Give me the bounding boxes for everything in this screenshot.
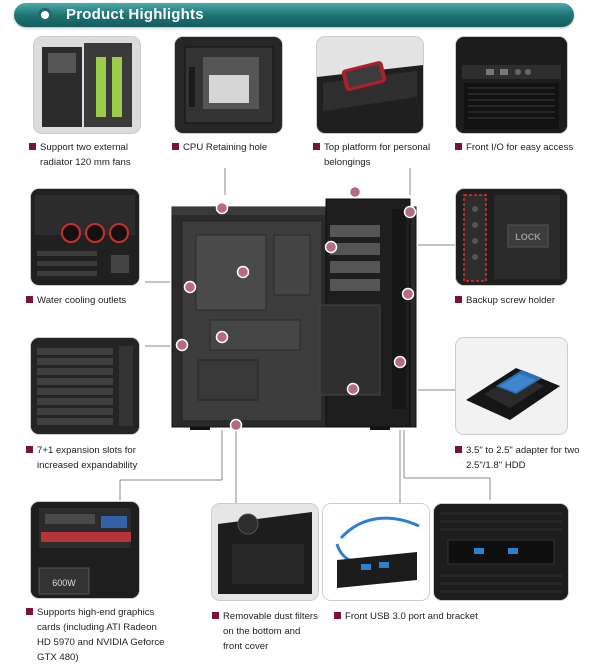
feature-cpu-hole: CPU Retaining hole bbox=[172, 140, 267, 155]
psu-label: 600W bbox=[52, 578, 76, 588]
feature-hdd-adapter: 3.5" to 2.5" adapter for two 2.5"/1.8" H… bbox=[455, 443, 579, 473]
backup-screw-image: LOCK bbox=[456, 189, 567, 285]
hdd-adapter-image bbox=[456, 338, 567, 434]
banner-bullet-icon bbox=[38, 8, 52, 22]
bullet-icon bbox=[313, 143, 320, 150]
page-title: Product Highlights bbox=[66, 6, 204, 23]
bullet-icon bbox=[455, 296, 462, 303]
usb-bracket-image bbox=[323, 504, 429, 600]
feature-graphics-cards: Supports high-end graphics cards (includ… bbox=[26, 605, 164, 665]
front-io-image bbox=[456, 37, 567, 133]
feature-backup-screw: Backup screw holder bbox=[455, 293, 555, 308]
dust-filter-image bbox=[212, 504, 318, 600]
bullet-icon bbox=[26, 446, 33, 453]
water-cooling-image bbox=[31, 189, 139, 285]
feature-front-io: Front I/O for easy access bbox=[455, 140, 573, 155]
radiator-fans-image bbox=[34, 37, 140, 133]
cpu-hole-image bbox=[175, 37, 282, 133]
feature-radiator-fans: Support two external radiator 120 mm fan… bbox=[29, 140, 131, 170]
bullet-icon bbox=[26, 608, 33, 615]
feature-dust-filters: Removable dust filters on the bottom and… bbox=[212, 609, 318, 654]
front-usb-image bbox=[434, 504, 568, 600]
bullet-icon bbox=[334, 612, 341, 619]
expansion-slots-image bbox=[31, 338, 139, 434]
bullet-icon bbox=[26, 296, 33, 303]
feature-water-cooling: Water cooling outlets bbox=[26, 293, 126, 308]
feature-expansion-slots: 7+1 expansion slots for increased expand… bbox=[26, 443, 137, 473]
header-banner: Product Highlights bbox=[14, 3, 574, 27]
lock-label: LOCK bbox=[515, 232, 541, 242]
feature-front-usb: Front USB 3.0 port and bracket bbox=[334, 609, 478, 624]
bullet-icon bbox=[29, 143, 36, 150]
bullet-icon bbox=[455, 446, 462, 453]
bullet-icon bbox=[212, 612, 219, 619]
bullet-icon bbox=[455, 143, 462, 150]
top-platform-image bbox=[317, 37, 423, 133]
graphics-card-image: 600W bbox=[31, 502, 139, 598]
bullet-icon bbox=[172, 143, 179, 150]
case-main-image bbox=[170, 195, 418, 430]
feature-top-platform: Top platform for personal belongings bbox=[313, 140, 430, 170]
